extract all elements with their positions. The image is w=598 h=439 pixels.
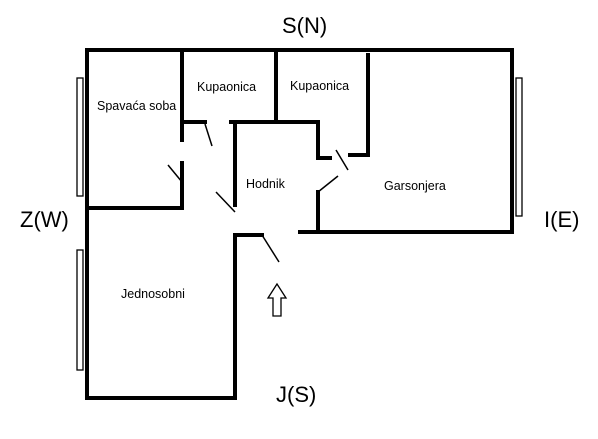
room-label-kupaonica-1: Kupaonica	[197, 80, 256, 94]
windows	[76, 77, 523, 371]
outer-walls	[85, 48, 514, 400]
room-label-spavaca-soba: Spavaća soba	[97, 99, 176, 113]
room-label-kupaonica-2: Kupaonica	[290, 79, 349, 93]
entrance-arrow-icon	[266, 282, 288, 317]
compass-north-label: S(N)	[282, 13, 327, 38]
window-east	[515, 77, 523, 217]
doors	[167, 123, 349, 263]
window-west-lower	[76, 249, 84, 371]
compass-east-label: I(E)	[544, 207, 579, 232]
room-label-garsonjera: Garsonjera	[384, 179, 446, 193]
compass-west-label: Z(W)	[20, 207, 69, 232]
window-west-upper	[76, 77, 84, 197]
room-label-hodnik: Hodnik	[246, 177, 286, 191]
interior-walls	[85, 48, 370, 234]
compass-south-label: J(S)	[276, 382, 316, 407]
room-label-jednosobni: Jednosobni	[121, 287, 185, 301]
